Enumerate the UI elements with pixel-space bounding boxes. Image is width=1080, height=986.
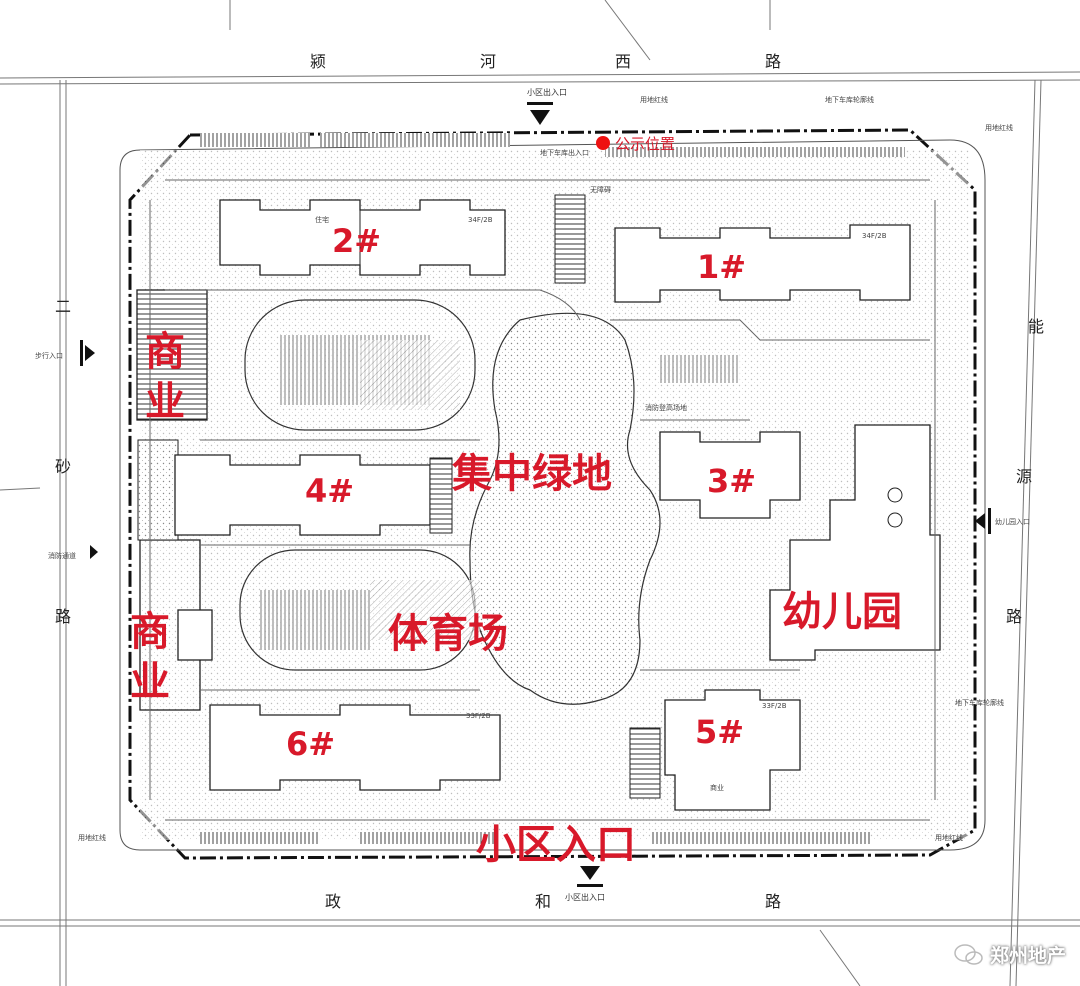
- svg-text:源: 源: [1016, 467, 1032, 486]
- label-garage-line: 地下车库轮廓线: [825, 95, 874, 104]
- svg-text:路: 路: [765, 52, 781, 71]
- watermark: 郑州地产: [954, 941, 1066, 968]
- building-label-6: 6#: [286, 725, 335, 763]
- kindergarten-label: 幼儿园: [782, 589, 902, 635]
- kindergarten-footprint: [769, 424, 941, 661]
- building-label-4: 4#: [305, 472, 354, 510]
- svg-text:路: 路: [765, 892, 781, 911]
- building-1-footprint: [614, 224, 911, 303]
- notice-location-marker: [596, 136, 610, 150]
- central-green-label: 集中绿地: [451, 451, 612, 497]
- building-3-footprint: [659, 431, 801, 519]
- label-south-gate: 小区出入口: [565, 892, 605, 902]
- label-no-obstacle: 无障碍: [590, 185, 611, 194]
- sports-field-label: 体育场: [388, 611, 508, 657]
- south-road-label: 政 和 路: [325, 892, 781, 911]
- svg-text:政: 政: [325, 892, 341, 911]
- sports-loop-north: [244, 299, 476, 431]
- label-residential: 住宅: [315, 215, 329, 224]
- building-label-5: 5#: [695, 713, 744, 751]
- garage-ramp-north: [554, 194, 586, 284]
- commercial-north-block: [136, 289, 208, 421]
- svg-text:路: 路: [55, 607, 71, 626]
- svg-text:砂: 砂: [55, 457, 71, 476]
- commercial-north-label-2: 业: [145, 379, 185, 425]
- commercial-south-label-2: 业: [130, 659, 170, 705]
- svg-text:路: 路: [1006, 607, 1022, 626]
- svg-text:河: 河: [480, 52, 496, 71]
- label-land-line-sw: 用地红线: [78, 833, 106, 842]
- label-fire-area: 消防登高场地: [645, 403, 687, 412]
- building-4-footprint: [174, 454, 453, 536]
- svg-text:和: 和: [535, 892, 551, 911]
- svg-text:能: 能: [1028, 317, 1044, 336]
- label-garage-line-se: 地下车库轮廓线: [955, 698, 1004, 707]
- commercial-north-label-1: 商: [145, 329, 185, 375]
- label-land-line-n: 用地红线: [640, 95, 668, 104]
- svg-text:西: 西: [615, 52, 631, 71]
- label-north-gate: 小区出入口: [527, 87, 567, 97]
- internal-road-lines: [149, 179, 936, 821]
- west-road-label: 二 砂 路: [55, 297, 71, 626]
- label-floors-5: 33F/2B: [762, 702, 787, 710]
- svg-text:二: 二: [55, 297, 71, 316]
- watermark-text: 郑州地产: [989, 945, 1066, 967]
- notice-location-label: 公示位置: [615, 135, 675, 153]
- label-land-line-se: 用地红线: [935, 833, 963, 842]
- label-fire-lane: 消防通道: [48, 551, 76, 560]
- building-6-footprint: [209, 704, 501, 791]
- building-5-footprint: [629, 689, 801, 811]
- label-kindergarten-entry: 幼儿园入口: [995, 517, 1030, 526]
- building-2-footprint: [219, 199, 506, 276]
- label-floors-2: 34F/2B: [468, 216, 493, 224]
- svg-text:颍: 颍: [310, 52, 326, 71]
- label-garage-north: 地下车库出入口: [540, 148, 589, 157]
- building-label-1: 1#: [697, 248, 746, 286]
- central-green-area: [469, 312, 661, 705]
- main-entrance-label: 小区入口: [476, 822, 636, 868]
- north-road-label: 颍 河 西 路: [310, 52, 781, 71]
- label-floors-6: 33F/2B: [466, 712, 491, 720]
- label-pedestrian-entry: 步行入口: [35, 351, 63, 360]
- label-floors-1: 34F/2B: [862, 232, 887, 240]
- east-road-label: 能 源 路: [1006, 317, 1044, 626]
- entrance-arrows: [80, 102, 991, 887]
- commercial-south-label-1: 商: [130, 609, 170, 655]
- building-label-2: 2#: [332, 222, 381, 260]
- label-commerce: 商业: [710, 783, 724, 792]
- wechat-icon: [954, 943, 983, 965]
- label-land-line-ne: 用地红线: [985, 123, 1013, 132]
- building-label-3: 3#: [707, 462, 756, 500]
